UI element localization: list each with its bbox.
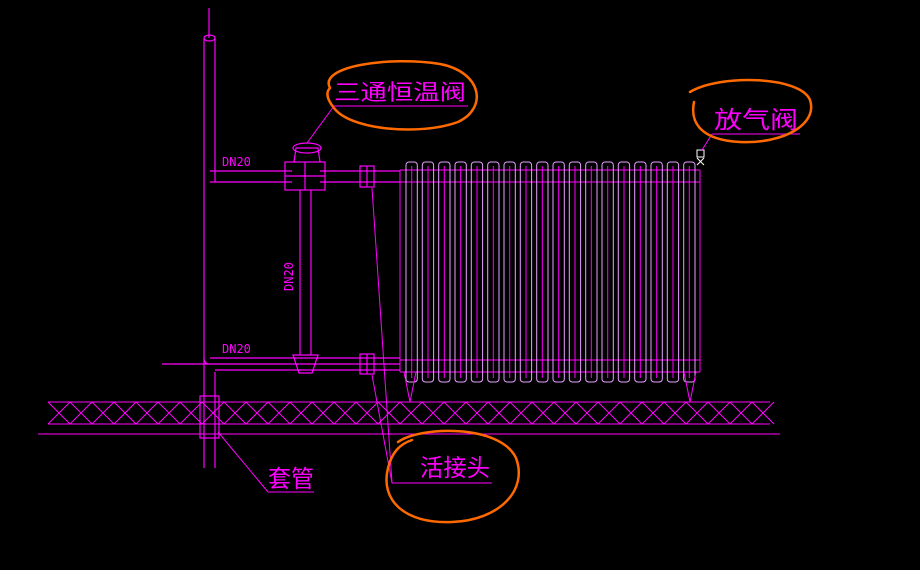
hatch-line	[289, 401, 313, 425]
radiator-left-foot	[403, 371, 417, 403]
radiator-column	[438, 161, 451, 383]
radiator-column	[617, 161, 631, 383]
vent-body	[696, 157, 705, 166]
radiator-column	[536, 161, 549, 383]
hatch-line	[707, 401, 731, 425]
supply-branch	[210, 165, 400, 188]
return-tee	[292, 354, 319, 374]
annotation-marks	[326, 60, 813, 524]
hatch-line	[69, 401, 93, 425]
pipe-size-label-bottom: DN20	[222, 342, 251, 356]
floor-slab	[38, 401, 780, 435]
radiator-right-foot	[683, 371, 697, 403]
valve-label: 三通恒温阀	[334, 81, 466, 106]
vent-label: 放气阀	[714, 106, 798, 134]
floor-hatch	[47, 401, 775, 425]
radiator-column	[487, 161, 500, 383]
hatch-line	[443, 401, 467, 425]
radiator-column	[503, 161, 516, 383]
radiator-column	[666, 161, 680, 383]
radiator-column	[568, 161, 582, 383]
hatch-line	[179, 401, 203, 425]
hatch-line	[663, 401, 687, 425]
hatch-line	[157, 401, 181, 425]
hatch-line	[553, 401, 577, 425]
vent-cap	[696, 149, 705, 158]
return-elbow	[203, 357, 211, 365]
valve-annotation-ellipse	[326, 60, 478, 131]
radiator-column	[650, 161, 663, 383]
hatch-line	[47, 401, 71, 425]
vent-annotation-ellipse	[688, 78, 813, 144]
hatch-line	[311, 401, 335, 425]
hatch-line	[113, 401, 137, 425]
union-annotation-ellipse	[385, 429, 521, 524]
riser-pipe	[199, 8, 220, 468]
radiator-column	[519, 161, 533, 383]
hatch-line	[223, 401, 247, 425]
radiator-column	[405, 161, 418, 383]
radiator-column	[552, 161, 565, 383]
hatch-line	[487, 401, 511, 425]
hatch-line	[751, 401, 775, 425]
hatch-line	[575, 401, 599, 425]
valve-bonnet	[293, 147, 321, 163]
union-label: 活接头	[420, 454, 490, 482]
air-vent-valve-icon	[696, 149, 705, 166]
hatch-line	[509, 401, 533, 425]
hatch-line	[91, 401, 115, 425]
sleeve-label: 套管	[268, 465, 314, 493]
hatch-line	[421, 401, 445, 425]
radiator-column	[585, 161, 598, 383]
hatch-line	[245, 401, 269, 425]
bypass-pipe	[299, 190, 312, 355]
hatch-line	[641, 401, 665, 425]
hatch-line	[597, 401, 621, 425]
hatch-line	[619, 401, 643, 425]
hatch-line	[201, 401, 225, 425]
sleeve-leader	[217, 431, 269, 493]
hatch-line	[333, 401, 357, 425]
radiator-column	[421, 161, 435, 383]
pipe-sleeve-icon	[199, 395, 220, 439]
hatch-line	[355, 401, 379, 425]
radiator-column	[454, 161, 467, 383]
leader-lines	[217, 105, 800, 493]
radiator-columns	[405, 161, 696, 383]
hatch-line	[399, 401, 423, 425]
radiator-column	[601, 161, 614, 383]
valve-leader	[306, 105, 335, 144]
pipe-size-label-top: DN20	[222, 155, 251, 169]
hatch-line	[729, 401, 753, 425]
pipe-size-label-vertical: DN20	[282, 262, 296, 291]
hatch-line	[267, 401, 291, 425]
return-branch	[162, 353, 400, 375]
hatch-line	[531, 401, 555, 425]
hatch-line	[135, 401, 159, 425]
radiator-column	[683, 161, 696, 383]
radiator-column	[634, 161, 647, 383]
radiator	[399, 161, 701, 403]
radiator-column	[470, 161, 484, 383]
hatch-line	[465, 401, 489, 425]
hatch-line	[685, 401, 709, 425]
union-leader-top	[371, 187, 393, 484]
hatch-line	[377, 401, 401, 425]
